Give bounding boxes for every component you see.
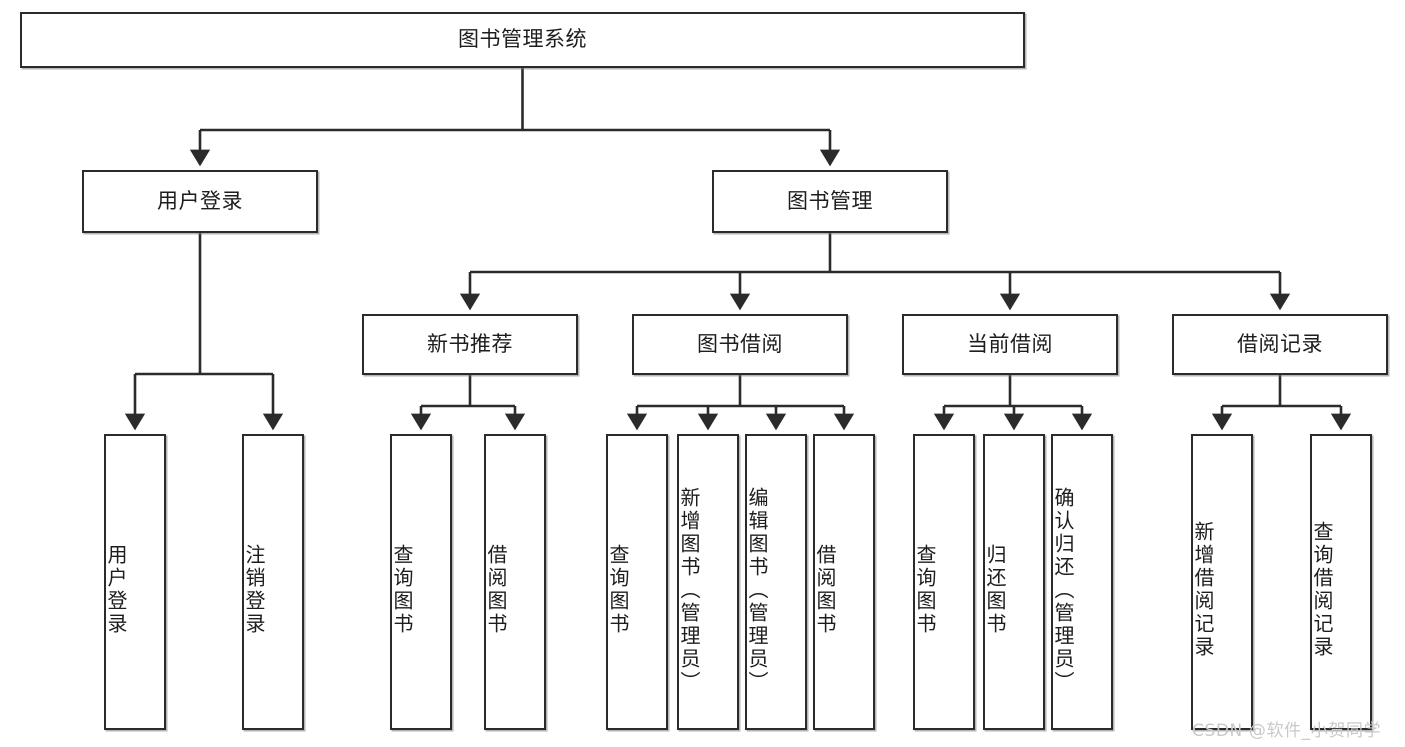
leaf-node-user-login[interactable]: 用户登录 bbox=[104, 434, 166, 730]
node-label: 查询图书 bbox=[913, 544, 937, 636]
leaf-node-borrow-books-newbook[interactable]: 借阅图书 bbox=[484, 434, 546, 730]
edge-group-root-to-level2 bbox=[189, 68, 841, 167]
node-book-management[interactable]: 图书管理 bbox=[712, 170, 948, 233]
leaf-node-confirm-return-admin[interactable]: 确认归还（管理员） bbox=[1051, 434, 1113, 730]
node-label: 确认归还（管理员） bbox=[1051, 486, 1075, 694]
node-label: 图书管理 bbox=[787, 188, 873, 213]
node-label: 查询借阅记录 bbox=[1310, 521, 1334, 659]
node-new-book-recommendation[interactable]: 新书推荐 bbox=[362, 314, 578, 375]
node-user-login[interactable]: 用户登录 bbox=[82, 170, 318, 233]
leaf-node-return-books[interactable]: 归还图书 bbox=[983, 434, 1045, 730]
edge-group-current-to-leaves bbox=[933, 375, 1093, 431]
node-label: 借阅记录 bbox=[1237, 331, 1323, 356]
node-root-book-management-system[interactable]: 图书管理系统 bbox=[20, 12, 1025, 68]
node-label: 用户登录 bbox=[104, 544, 128, 636]
leaf-node-add-borrow-record[interactable]: 新增借阅记录 bbox=[1191, 434, 1253, 730]
node-book-borrowing[interactable]: 图书借阅 bbox=[632, 314, 848, 375]
node-label: 归还图书 bbox=[983, 544, 1007, 636]
node-label: 图书管理系统 bbox=[458, 27, 587, 52]
node-label: 用户登录 bbox=[157, 188, 243, 213]
node-label: 借阅图书 bbox=[484, 544, 508, 636]
leaf-node-borrow-books-borrowing[interactable]: 借阅图书 bbox=[813, 434, 875, 730]
node-current-borrowing[interactable]: 当前借阅 bbox=[902, 314, 1118, 375]
edge-group-borrow-to-leaves bbox=[626, 375, 855, 431]
node-label: 查询图书 bbox=[606, 544, 630, 636]
leaf-node-query-books-current[interactable]: 查询图书 bbox=[913, 434, 975, 730]
node-label: 新书推荐 bbox=[427, 331, 513, 356]
node-borrowing-records[interactable]: 借阅记录 bbox=[1172, 314, 1388, 375]
node-label: 编辑图书（管理员） bbox=[745, 486, 769, 694]
node-label: 当前借阅 bbox=[967, 331, 1053, 356]
node-label: 新增借阅记录 bbox=[1191, 521, 1215, 659]
node-label: 图书借阅 bbox=[697, 331, 783, 356]
edge-group-userlogin-to-leaves bbox=[124, 233, 284, 431]
leaf-node-query-borrow-record[interactable]: 查询借阅记录 bbox=[1310, 434, 1372, 730]
edge-group-bookmgmt-to-level3 bbox=[459, 233, 1291, 311]
edge-group-records-to-leaves bbox=[1211, 375, 1352, 431]
leaf-node-edit-book-admin[interactable]: 编辑图书（管理员） bbox=[745, 434, 807, 730]
node-label: 新增图书（管理员） bbox=[677, 486, 701, 694]
node-label: 查询图书 bbox=[390, 544, 414, 636]
leaf-node-query-books-newbook[interactable]: 查询图书 bbox=[390, 434, 452, 730]
leaf-node-logout[interactable]: 注销登录 bbox=[242, 434, 304, 730]
edge-group-newbook-to-leaves bbox=[410, 375, 526, 431]
node-label: 注销登录 bbox=[242, 544, 266, 636]
node-label: 借阅图书 bbox=[813, 544, 837, 636]
csdn-watermark: CSDN @软件_小贺同学 bbox=[1192, 721, 1382, 741]
leaf-node-add-book-admin[interactable]: 新增图书（管理员） bbox=[677, 434, 739, 730]
leaf-node-query-books-borrowing[interactable]: 查询图书 bbox=[606, 434, 668, 730]
